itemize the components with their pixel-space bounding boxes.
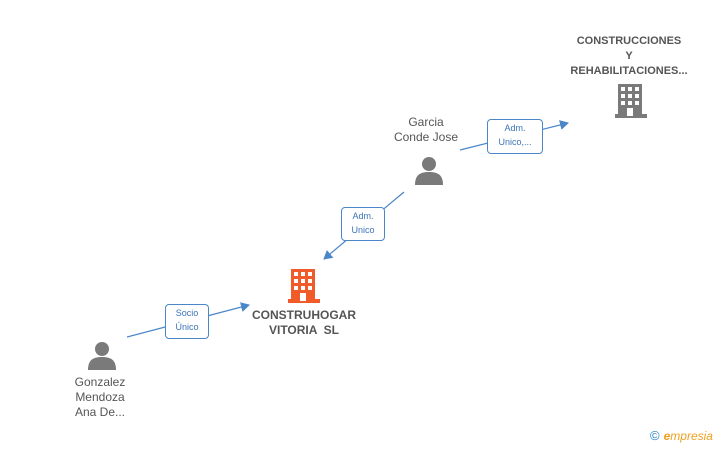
empresia-brand-logo: ©empresia <box>650 428 713 448</box>
brand-initial: e <box>663 429 671 443</box>
company-other-name-line2: Y <box>625 50 633 62</box>
edge-label-garcia-to-other[interactable]: Adm. Unico,... <box>487 119 543 154</box>
edge-label-line1: Adm. <box>352 211 374 221</box>
person-gonzalez-name-line2: Mendoza <box>75 390 125 404</box>
company-other-label[interactable]: CONSTRUCCIONES Y REHABILITACIONES... <box>556 34 702 79</box>
edge-label-line2: Unico,... <box>498 137 532 147</box>
person-icon[interactable] <box>87 340 117 370</box>
edge-label-line2: Único <box>175 322 199 332</box>
person-garcia-label[interactable]: Garcia Conde Jose <box>376 115 476 145</box>
company-main-label[interactable]: CONSTRUHOGAR VITORIA SL <box>232 308 376 338</box>
edge-label-gonzalez-to-main[interactable]: Socio Único <box>165 304 209 339</box>
company-other-name-line3: REHABILITACIONES... <box>570 65 688 77</box>
person-icon[interactable] <box>414 155 444 185</box>
edge-label-line2: Unico <box>351 225 375 235</box>
company-other-name-line1: CONSTRUCCIONES <box>576 35 682 47</box>
person-gonzalez-label[interactable]: Gonzalez Mendoza Ana De... <box>50 375 150 420</box>
person-gonzalez-name-line3: Ana De... <box>74 405 126 419</box>
person-gonzalez-name-line1: Gonzalez <box>74 375 126 389</box>
person-garcia-name-line2: Conde Jose <box>393 130 459 144</box>
edge-label-garcia-to-main[interactable]: Adm. Unico <box>341 207 385 241</box>
edge-label-line1: Adm. <box>504 123 526 133</box>
company-main-name-line2: VITORIA SL <box>268 323 339 337</box>
company-main-name-line1: CONSTRUHOGAR <box>252 308 356 322</box>
copyright-icon: © <box>650 428 660 443</box>
building-icon[interactable] <box>288 269 320 303</box>
person-garcia-name-line1: Garcia <box>408 115 444 129</box>
building-icon[interactable] <box>615 84 647 118</box>
brand-name: mpresia <box>670 429 713 443</box>
edge-label-line1: Socio <box>175 308 199 318</box>
